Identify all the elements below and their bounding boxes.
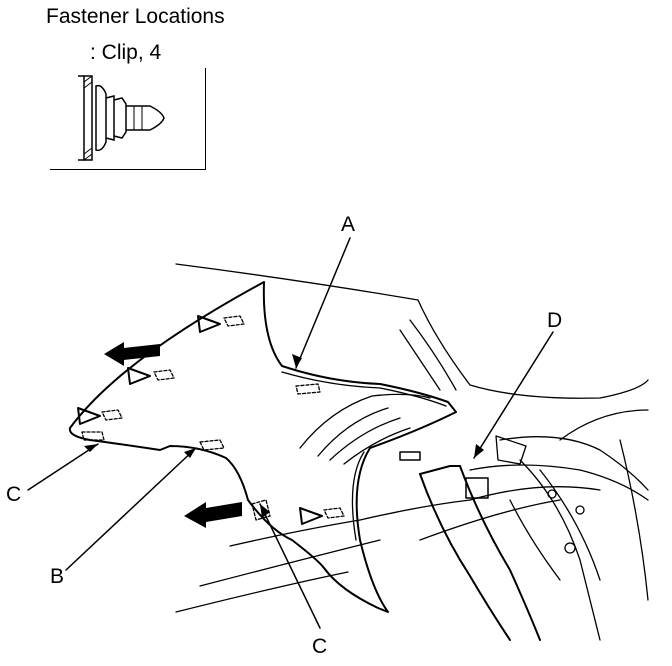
clip-icon [78, 75, 165, 161]
callout-b: B [50, 565, 65, 588]
trim-panel-outline [68, 281, 457, 613]
callout-c-bottom: C [312, 635, 328, 658]
direction-arrow-lower [184, 502, 242, 528]
clip-count-label: : Clip, 4 [90, 41, 162, 64]
seatbelt [419, 473, 511, 641]
callout-d: D [547, 309, 563, 332]
direction-arrow-upper [104, 342, 160, 366]
roof-line [175, 263, 649, 399]
callout-a: A [341, 213, 356, 236]
fastener-locations-title: Fastener Locations [46, 5, 225, 28]
callout-c-left: C [6, 483, 22, 506]
clip-detail-frame [50, 68, 206, 170]
